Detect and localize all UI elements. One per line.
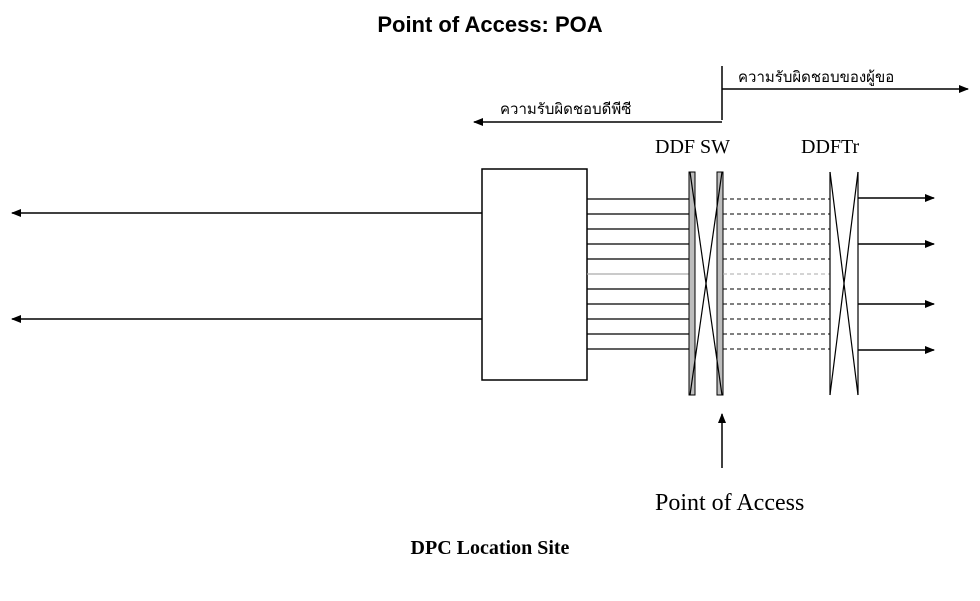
ddf-tr-frame bbox=[829, 171, 859, 396]
diagram-title: Point of Access: POA bbox=[377, 12, 603, 37]
ddf-tr-label: DDFTr bbox=[801, 136, 860, 158]
trunk-output-arrows bbox=[858, 194, 935, 354]
ddf-sw-label: DDF SW bbox=[655, 136, 730, 158]
ddf-sw-frame bbox=[688, 171, 724, 396]
equipment-to-ddf-sw-lines bbox=[587, 198, 690, 350]
location-site-label: DPC Location Site bbox=[410, 537, 570, 559]
ddf-sw-to-ddf-tr-jumpers bbox=[723, 198, 830, 350]
customer-responsibility-label: ความรับผิดชอบของผู้ขอ bbox=[738, 68, 894, 86]
switch-equipment bbox=[481, 168, 588, 381]
point-of-access-label: Point of Access bbox=[655, 490, 804, 516]
dpc-responsibility-label: ความรับผิดชอบดีพีซี bbox=[500, 100, 631, 118]
